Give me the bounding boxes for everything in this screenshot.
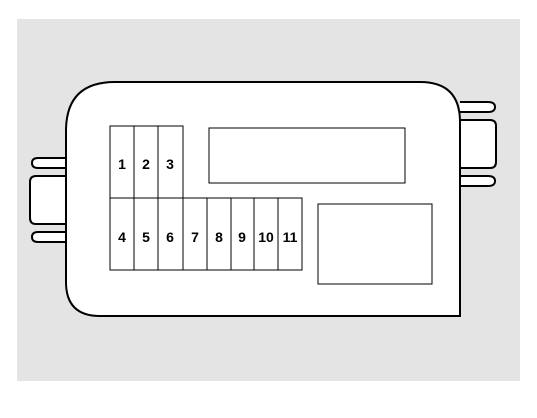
fuse-cell-11 <box>277 197 303 271</box>
fuse-label-3: 3 <box>166 156 174 172</box>
fuse-cell-1 <box>109 125 135 199</box>
left-bracket <box>29 175 66 225</box>
relay-slot-lower <box>317 203 433 285</box>
left-upper-tab <box>30 157 66 169</box>
right-lower-tab <box>460 175 497 187</box>
right-bracket <box>460 119 497 169</box>
fuse-label-6: 6 <box>166 229 174 245</box>
fuse-row-lower: 4 5 6 7 8 9 10 11 <box>109 197 303 271</box>
fuse-label-2: 2 <box>142 156 150 172</box>
left-lower-tab <box>30 231 66 243</box>
fuse-cell-10 <box>253 197 279 271</box>
fuse-cell-3 <box>157 125 184 199</box>
fuse-cell-5 <box>133 197 159 271</box>
fuse-label-5: 5 <box>142 229 150 245</box>
fuse-cell-4 <box>109 197 135 271</box>
fuse-label-8: 8 <box>215 229 223 245</box>
right-upper-tab <box>460 101 497 113</box>
fuse-label-10: 10 <box>258 229 274 245</box>
fuse-label-7: 7 <box>191 229 199 245</box>
relay-slot-upper <box>208 127 406 184</box>
fuse-label-1: 1 <box>118 156 126 172</box>
fuse-label-9: 9 <box>238 229 246 245</box>
fuse-row-upper: 1 2 3 <box>109 125 184 199</box>
fuse-label-11: 11 <box>283 229 298 245</box>
fuse-label-4: 4 <box>118 229 126 245</box>
fuse-cell-8 <box>206 197 232 271</box>
fuse-cell-7 <box>182 197 208 271</box>
